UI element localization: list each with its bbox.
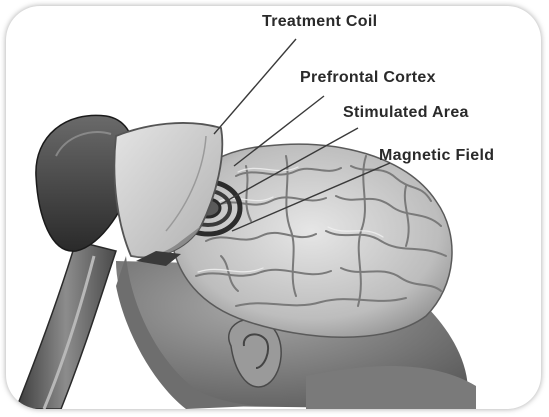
label-magnetic-field: Magnetic Field: [379, 147, 494, 165]
label-treatment-coil: Treatment Coil: [262, 13, 377, 31]
leader-treatment-coil: [214, 39, 296, 134]
diagram-frame: Treatment Coil Prefrontal Cortex Stimula…: [6, 6, 541, 409]
label-stimulated-area: Stimulated Area: [343, 104, 469, 122]
tms-illustration: [6, 6, 541, 409]
label-prefrontal-cortex: Prefrontal Cortex: [300, 69, 436, 87]
